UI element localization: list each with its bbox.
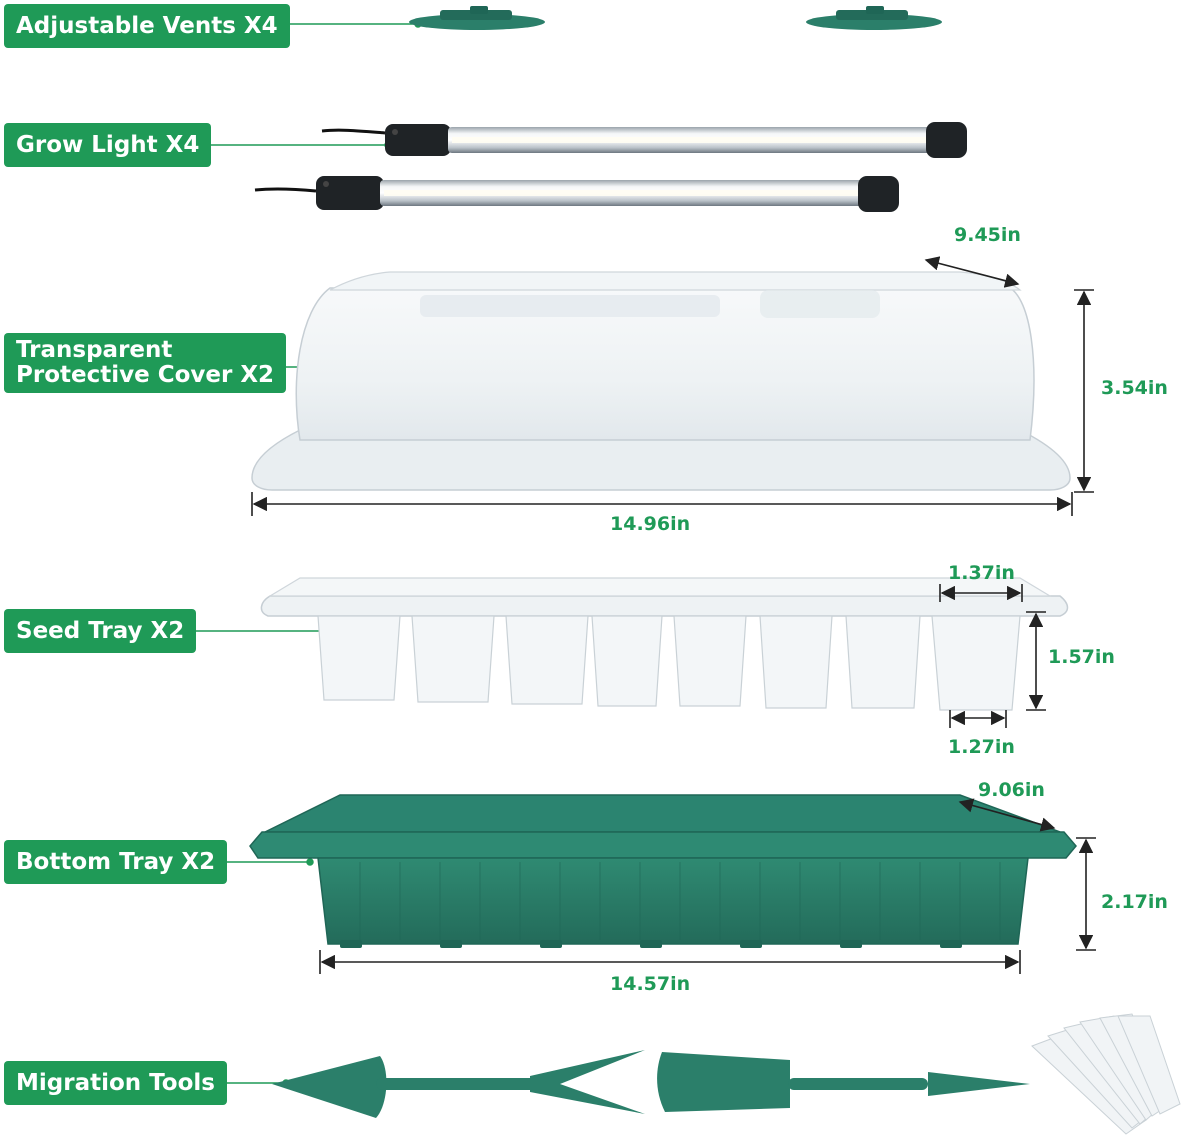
seed-tray-icon (260, 577, 1069, 711)
label-protective-cover: Transparent Protective Cover X2 (4, 333, 287, 393)
label-bottom-tray: Bottom Tray X2 (4, 840, 228, 884)
label-adjustable-vents: Adjustable Vents X4 (4, 4, 290, 48)
grow-light-icon (254, 176, 899, 212)
bottom-tray-icon (249, 794, 1077, 948)
cover-icon (251, 271, 1071, 491)
dim-cell-top: 1.37in (948, 562, 1015, 584)
label-seed-tray: Seed Tray X2 (4, 609, 197, 653)
label-cover-line1: Transparent (16, 337, 173, 363)
vent-icon (806, 6, 942, 30)
dim-seed-height: 1.57in (1048, 646, 1115, 668)
dim-tray-length: 14.57in (610, 973, 691, 995)
shovel-icon (657, 1052, 1030, 1112)
dim-cell-bottom: 1.27in (948, 736, 1015, 758)
dim-cover-height: 3.54in (1101, 377, 1168, 399)
dim-cover-length: 14.96in (610, 513, 691, 535)
label-migration-tools: Migration Tools (4, 1061, 227, 1105)
label-cover-line2: Protective Cover X2 (16, 362, 275, 388)
dimension-lines (251, 256, 1096, 974)
dim-cover-depth: 9.45in (954, 224, 1021, 246)
dim-tray-height: 2.17in (1101, 891, 1168, 913)
plant-tags-icon (1031, 1013, 1181, 1135)
vent-icon (409, 6, 545, 30)
grow-light-icon (321, 122, 967, 158)
dim-tray-depth: 9.06in (978, 779, 1045, 801)
label-grow-light: Grow Light X4 (4, 123, 212, 167)
dibber-icon (272, 1050, 645, 1118)
